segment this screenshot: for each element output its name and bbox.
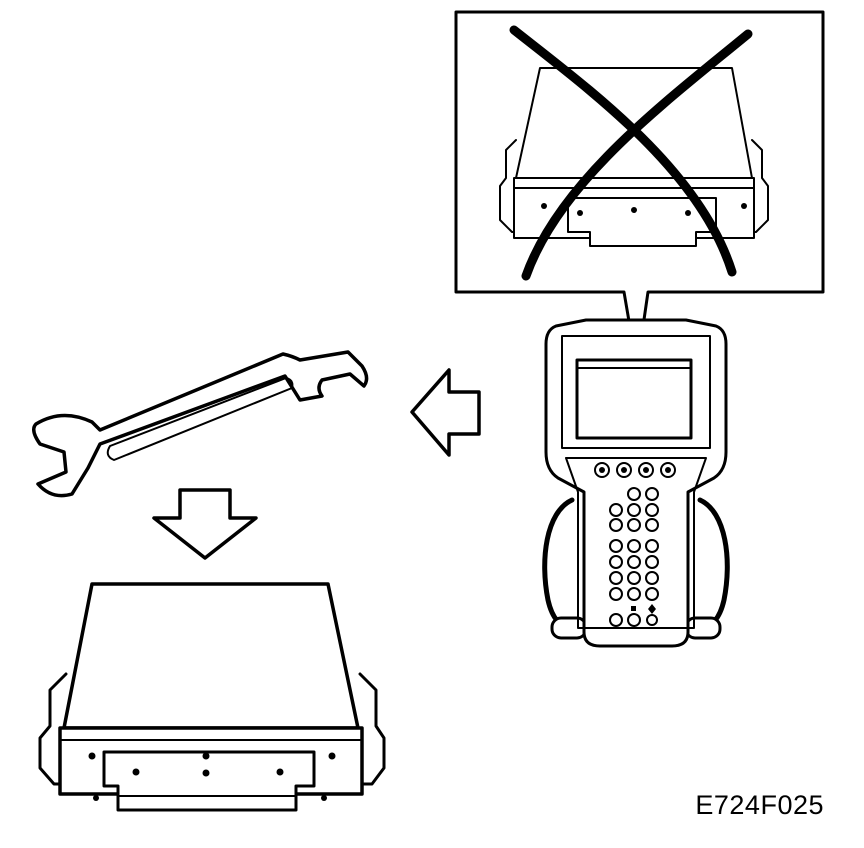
wrench-body [32,350,369,498]
ecu-lid [62,582,360,730]
scan-tool-keypad [609,487,659,627]
scan-tool-right-handle [695,497,730,633]
scan-tool [542,318,730,648]
arrow-left [410,368,481,457]
ecu-small-right-bracket [749,139,769,233]
ecu-module [38,582,386,812]
ecu-small-connector [567,197,717,247]
ecu-left-bracket [38,672,68,786]
scan-tool-function-keys [594,462,676,478]
ecu-right-bracket [358,672,386,786]
wrench-slot [106,377,294,461]
scan-tool-left-handle [542,497,577,633]
ecu-small-left-bracket [499,139,519,233]
prohibition-cross [509,25,753,281]
arrow-down [152,488,258,560]
ecu-module-crossed-out [499,67,769,247]
wrench [32,350,369,498]
figure-reference-code: E724F025 [695,790,824,820]
scan-tool-screen [575,358,693,440]
ecu-connector [102,750,316,812]
ecu-small-lid [515,67,753,179]
crossed-out-ecu-callout [454,10,825,370]
